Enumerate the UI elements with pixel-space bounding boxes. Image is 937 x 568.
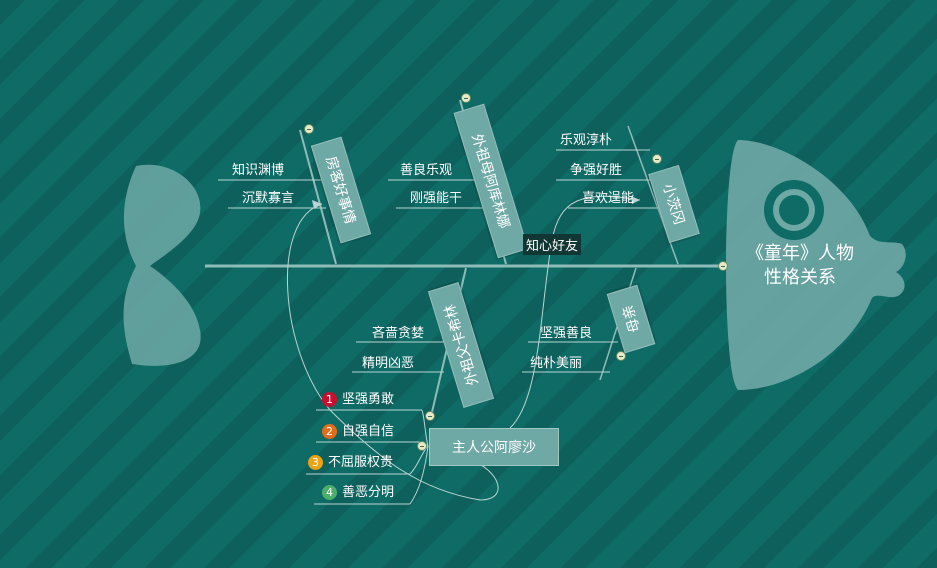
collapse-protagonist-icon[interactable]: [417, 441, 427, 451]
collapse-gypsy-icon[interactable]: [652, 154, 662, 164]
protagonist-label: 主人公阿廖沙: [452, 440, 536, 456]
fish-tail: [123, 164, 201, 366]
trait-3-text: 不屈服权贵: [328, 455, 394, 470]
collapse-mother-icon[interactable]: [616, 351, 626, 361]
item-gypsy-3[interactable]: 喜欢逞能: [582, 191, 635, 206]
branch-mother-label: 母亲: [620, 302, 644, 335]
root-title-line1: 《童年》人物: [746, 243, 854, 264]
priority-2-icon: 2: [322, 424, 337, 439]
trait-1[interactable]: 1 坚强勇敢: [322, 392, 394, 408]
priority-4-icon: 4: [322, 485, 337, 500]
item-tenant-1[interactable]: 知识渊博: [232, 163, 285, 178]
branch-gypsy-label: 小茨冈: [659, 181, 687, 227]
collapse-root-icon[interactable]: [718, 261, 728, 271]
trait-2-text: 自强自信: [342, 424, 395, 439]
item-grandfather-1[interactable]: 吝啬贪婪: [372, 326, 425, 341]
trait-3[interactable]: 3 不屈服权贵: [308, 455, 393, 471]
item-gypsy-2[interactable]: 争强好胜: [570, 163, 623, 178]
item-mother-1[interactable]: 坚强善良: [540, 326, 593, 341]
protagonist-topic[interactable]: 主人公阿廖沙: [429, 428, 559, 466]
collapse-grandmother-icon[interactable]: [461, 93, 471, 103]
relation-curve-tenant: [286, 203, 499, 501]
relation-label-bosom-friend[interactable]: 知心好友: [523, 234, 582, 255]
collapse-tenant-icon[interactable]: [304, 124, 314, 134]
trait-1-text: 坚强勇敢: [342, 392, 395, 407]
collapse-grandfather-icon[interactable]: [425, 411, 435, 421]
item-grandfather-2[interactable]: 精明凶恶: [362, 356, 415, 371]
root-topic[interactable]: 《童年》人物 性格关系: [740, 242, 860, 290]
item-mother-2[interactable]: 纯朴美丽: [530, 356, 583, 371]
trait-4[interactable]: 4 善恶分明: [322, 485, 394, 501]
priority-1-icon: 1: [322, 392, 337, 407]
priority-3-icon: 3: [308, 455, 323, 470]
trait-2[interactable]: 2 自强自信: [322, 424, 394, 440]
trait-4-text: 善恶分明: [342, 485, 395, 500]
item-grandmother-1[interactable]: 善良乐观: [400, 163, 453, 178]
item-tenant-2[interactable]: 沉默寡言: [242, 191, 295, 206]
root-title-line2: 性格关系: [764, 267, 836, 288]
item-grandmother-2[interactable]: 刚强能干: [410, 191, 463, 206]
item-gypsy-1[interactable]: 乐观淳朴: [560, 133, 613, 148]
